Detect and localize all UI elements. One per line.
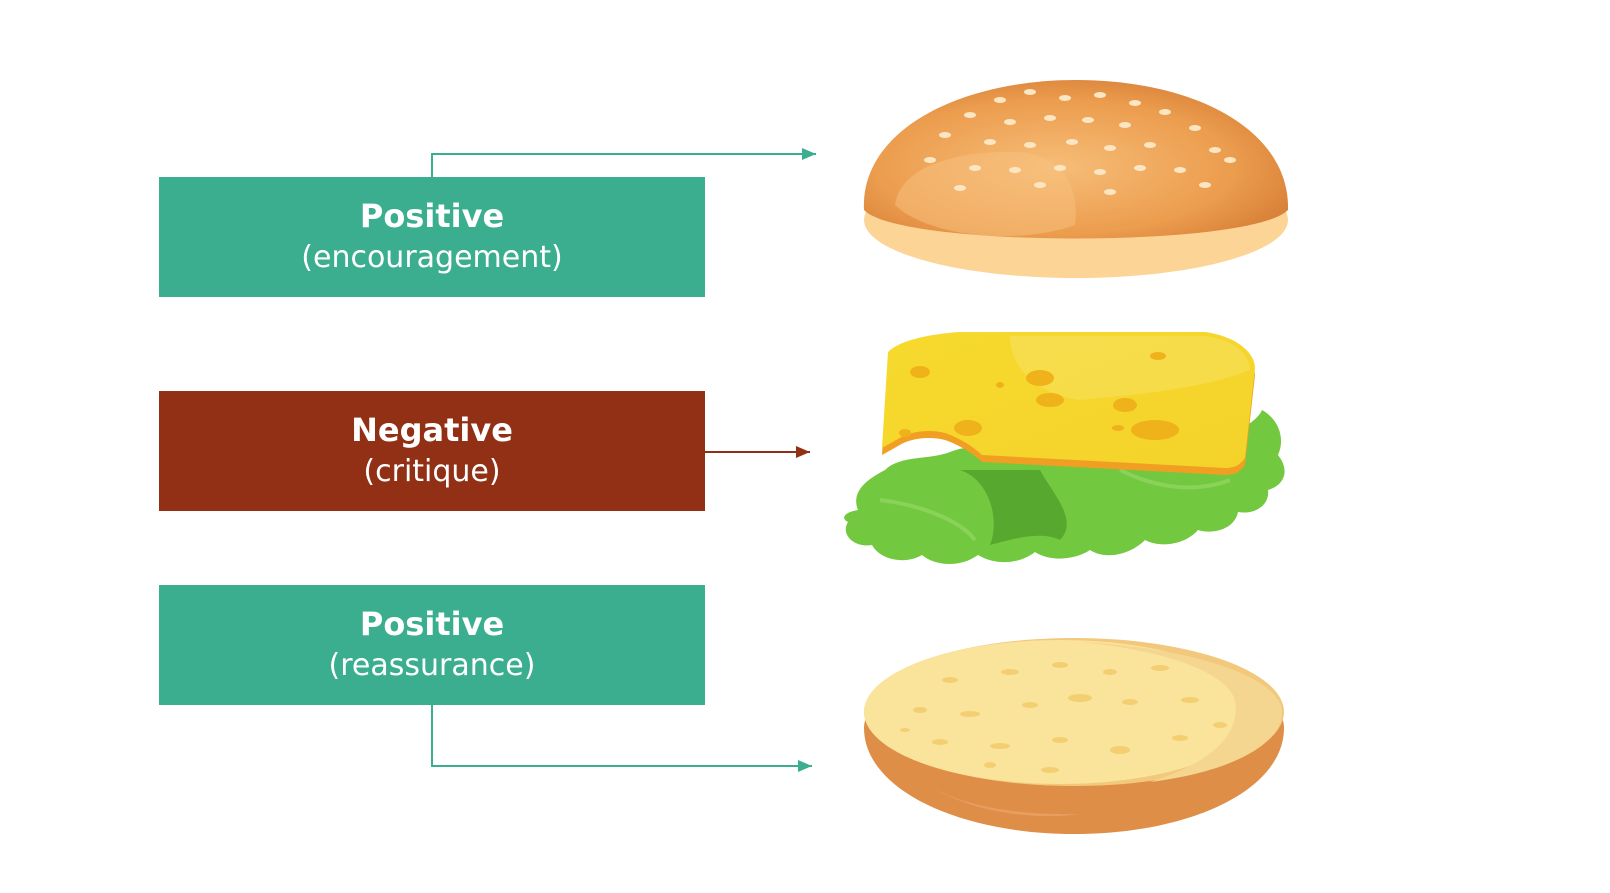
box-title: Positive — [359, 197, 505, 235]
bottom-bun-icon — [864, 638, 1284, 834]
box-subtitle: (reassurance) — [328, 648, 536, 683]
positive-reassurance-box: Positive (reassurance) — [159, 585, 705, 705]
top-connector — [431, 148, 816, 177]
box-subtitle: (encouragement) — [301, 240, 563, 275]
negative-critique-box: Negative (critique) — [159, 391, 705, 511]
top-bun-icon — [863, 80, 1289, 278]
cheese-holes — [899, 352, 1179, 440]
box-title: Positive — [359, 605, 505, 643]
bottom-connector — [431, 705, 812, 772]
sesame-seeds — [924, 89, 1236, 195]
positive-encouragement-box: Positive (encouragement) — [159, 177, 705, 297]
box-subtitle: (critique) — [363, 454, 501, 489]
cheese-icon — [882, 332, 1255, 475]
bun-crumbs — [900, 662, 1227, 773]
box-title: Negative — [351, 411, 513, 449]
